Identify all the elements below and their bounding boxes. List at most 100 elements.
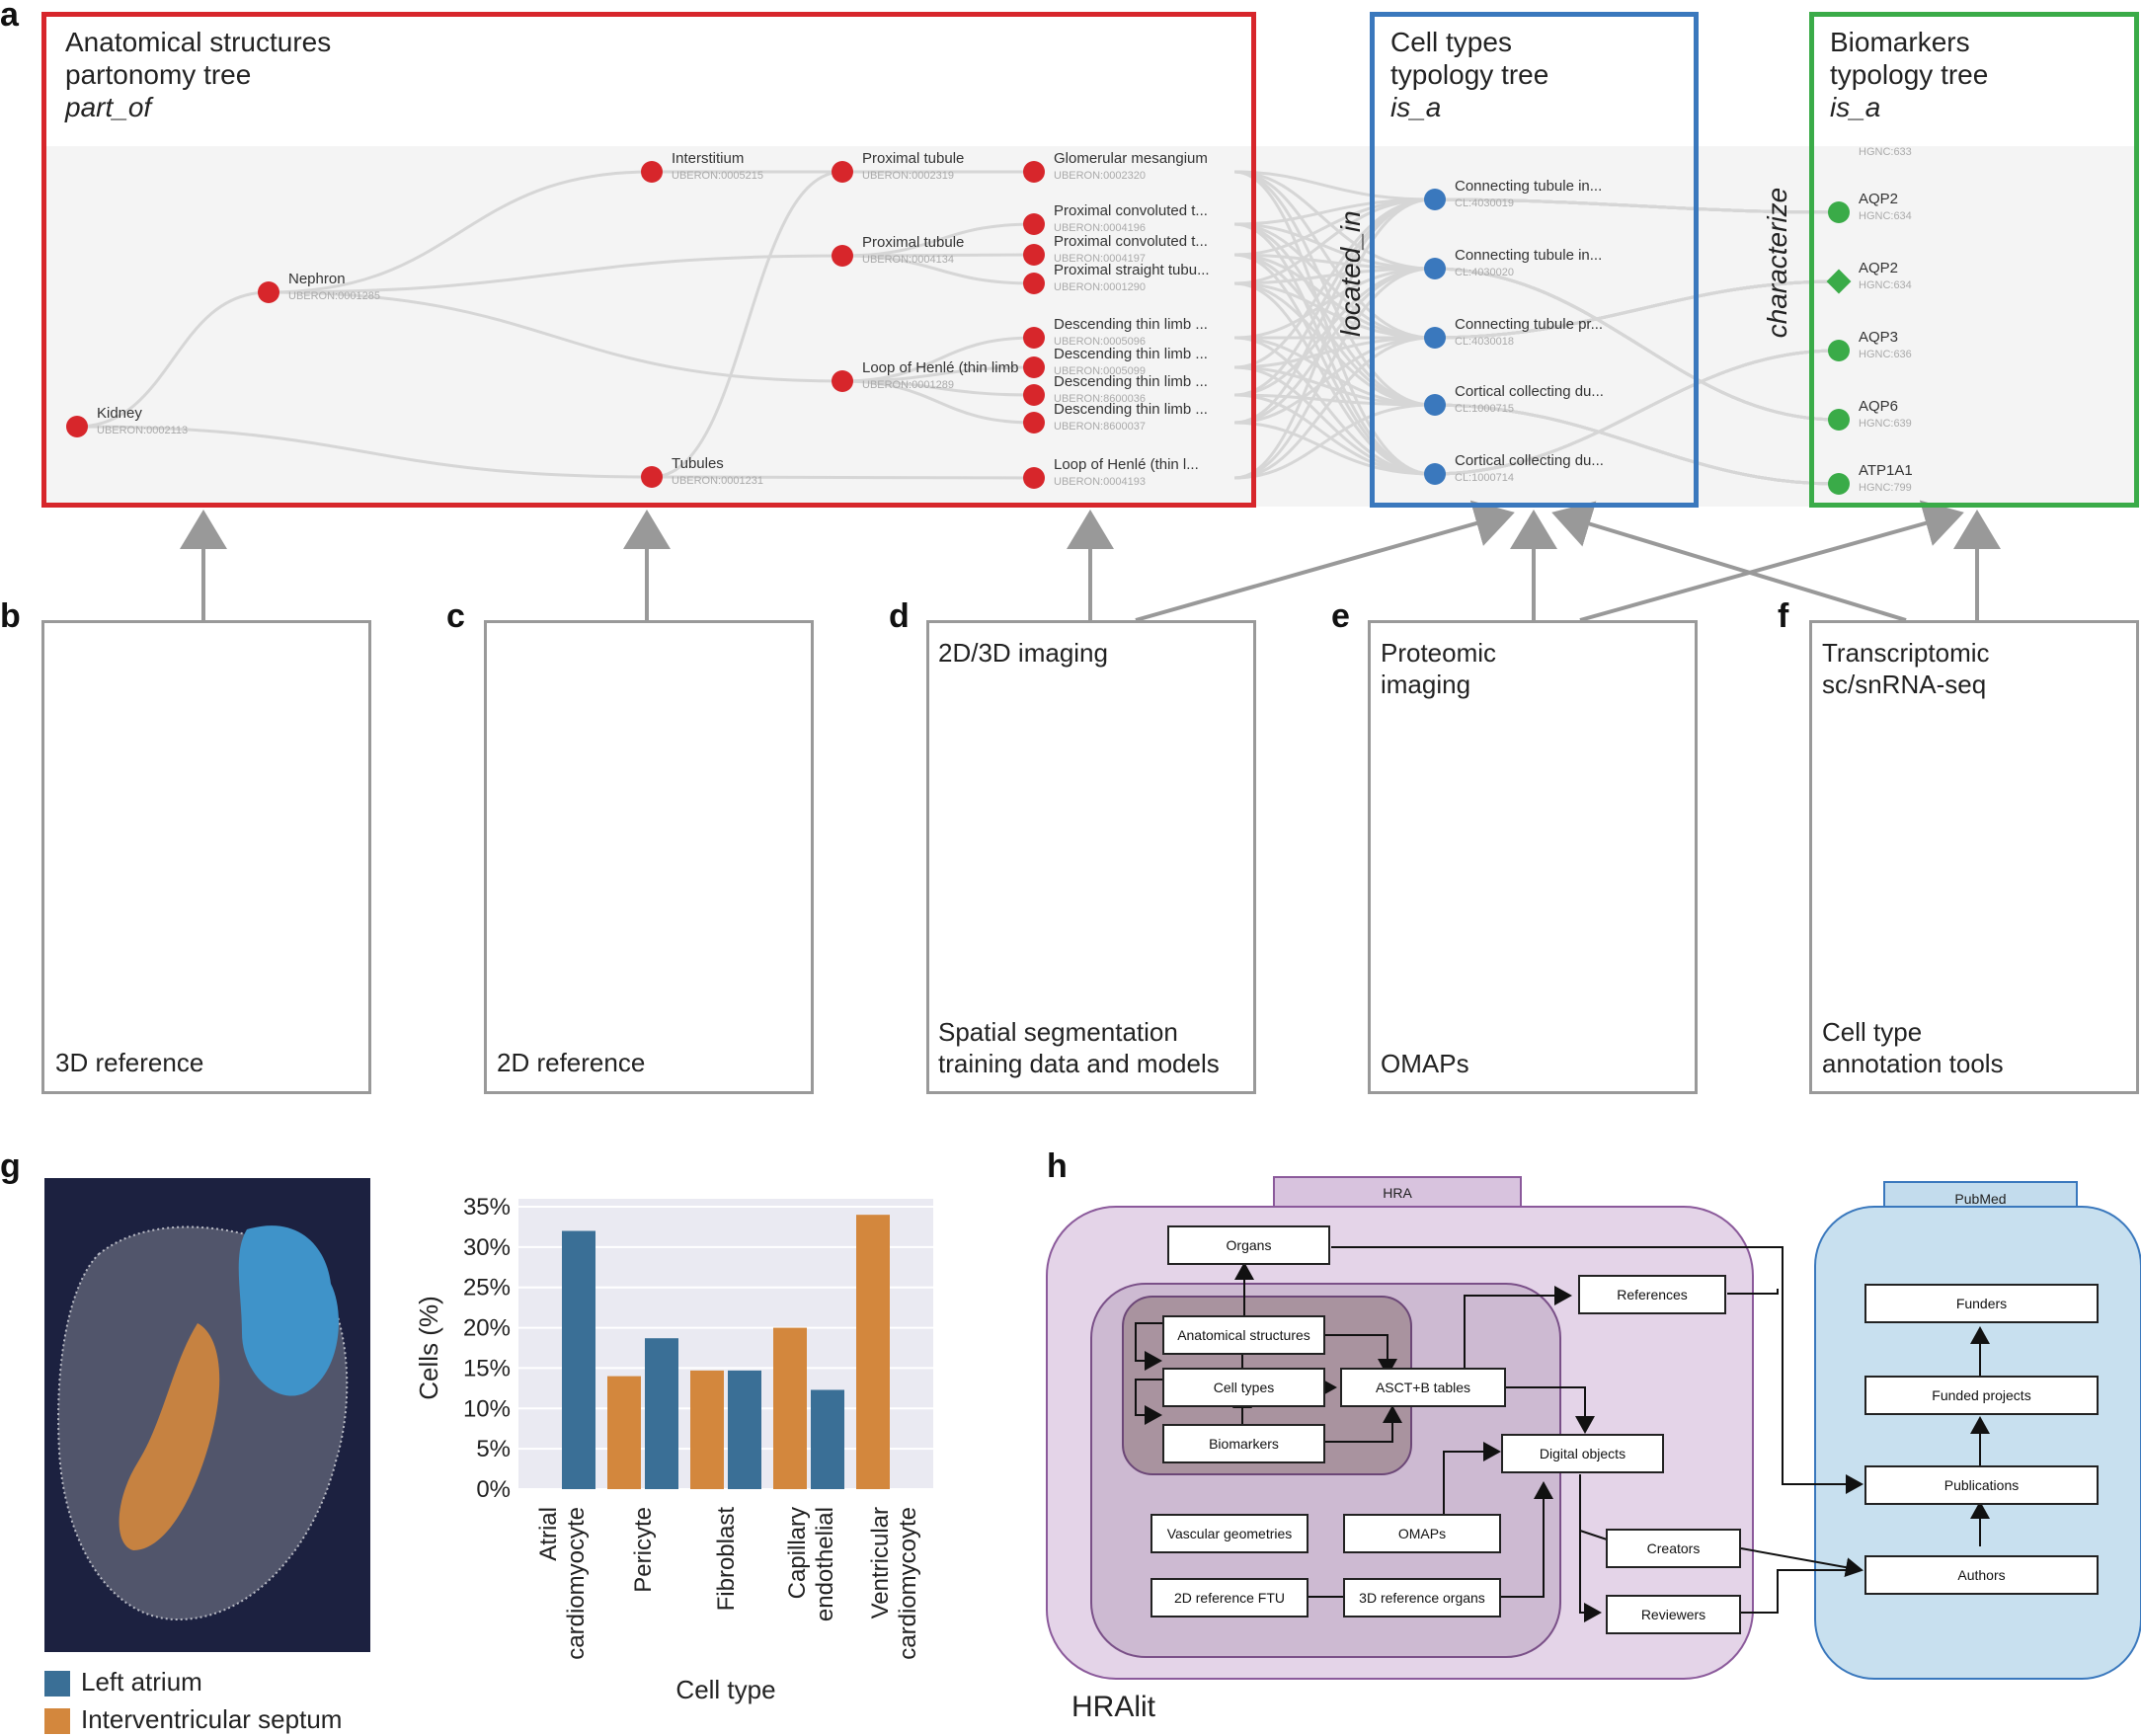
characterize-edge <box>1431 197 1838 214</box>
characterize-edge <box>1431 349 1838 476</box>
chart-ytick-label: 35% <box>463 1194 511 1221</box>
h-celltypes: Cell types <box>1162 1368 1325 1407</box>
celltype-node-label: Cortical collecting du... <box>1455 452 1604 469</box>
anatomical-node-id: UBERON:0004196 <box>1054 222 1146 234</box>
method-d-title: 2D/3D imaging <box>938 638 1108 668</box>
located-in-edge <box>1233 197 1433 285</box>
anatomical-node-marker <box>1023 356 1045 378</box>
characterize-edge <box>1431 403 1838 486</box>
celltype-node-marker <box>1424 394 1446 416</box>
anatomical-tree-box <box>41 12 1256 508</box>
chart-bar <box>773 1327 807 1489</box>
biomarker-top-id: HGNC:633 <box>1859 146 1912 158</box>
anatomical-node-label: Loop of Henlé (thin limb <box>862 359 1019 376</box>
celltype-node-marker <box>1424 258 1446 279</box>
anatomical-node-marker <box>1023 273 1045 294</box>
anatomical-node-id: UBERON:8600037 <box>1054 421 1146 433</box>
anatomical-node-marker <box>641 466 663 488</box>
celltype-tree-title: Cell types typology tree <box>1390 27 1549 90</box>
chart-bar <box>856 1215 890 1489</box>
located-in-edge <box>1233 393 1433 407</box>
h-organs: Organs <box>1167 1225 1330 1265</box>
anatomical-node-marker <box>641 161 663 183</box>
biomarker-node-id: HGNC:799 <box>1859 482 1912 494</box>
biomarker-tree-box <box>1809 12 2139 508</box>
located-in-edge <box>1233 281 1433 476</box>
chart-bar <box>728 1370 761 1489</box>
h-organs3d: 3D reference organs <box>1343 1578 1501 1618</box>
biomarker-node-id: HGNC:636 <box>1859 349 1912 360</box>
panel-letter-a: a <box>0 0 19 34</box>
located-in-edge <box>1233 170 1433 407</box>
h-references: References <box>1578 1275 1726 1314</box>
located-in-edge <box>1233 267 1433 480</box>
anatomical-node-marker <box>1023 412 1045 434</box>
legend-swatch-left-atrium <box>44 1671 70 1697</box>
chart-ytick-label: 30% <box>463 1234 511 1261</box>
anatomical-node-id: UBERON:0002113 <box>97 425 189 436</box>
tree-edge <box>651 170 843 479</box>
hralit-label: HRAlit <box>1071 1691 1156 1723</box>
tree-edge <box>841 379 1035 425</box>
anatomical-node-id: UBERON:0004134 <box>862 254 954 266</box>
anatomical-node-marker <box>1023 384 1045 406</box>
h-omaps: OMAPs <box>1343 1514 1501 1553</box>
chart-ytick-label: 15% <box>463 1355 511 1381</box>
located-in-edge <box>1233 403 1433 480</box>
anatomical-node-label: Proximal tubule <box>862 234 965 251</box>
anatomical-node-id: UBERON:8600036 <box>1054 393 1146 405</box>
biomarker-node-id: HGNC:634 <box>1859 279 1912 291</box>
h-asctb: ASCT+B tables <box>1340 1368 1506 1407</box>
biomarker-node-marker <box>1828 473 1850 495</box>
anatomical-node-id: UBERON:0004197 <box>1054 253 1146 265</box>
anatomical-node-id: UBERON:0005099 <box>1054 365 1146 377</box>
hra-label: HRA <box>1383 1185 1412 1201</box>
anatomical-node-id: UBERON:0001290 <box>1054 281 1146 293</box>
anatomical-node-label: Nephron <box>288 271 346 287</box>
biomarker-node-id: HGNC:639 <box>1859 418 1912 430</box>
method-box-b <box>41 620 371 1094</box>
celltype-node-id: CL:4030018 <box>1455 336 1514 348</box>
chart-bar <box>562 1230 595 1489</box>
chart-xtick-label: Ventricularcardiomycoyte <box>867 1507 921 1660</box>
tree-edge <box>268 254 843 294</box>
celltype-node-label: Connecting tubule in... <box>1455 178 1603 195</box>
h-publications: Publications <box>1864 1465 2099 1505</box>
anatomical-node-label: Proximal convoluted t... <box>1054 202 1208 219</box>
method-box-e <box>1368 620 1698 1094</box>
celltype-node-id: CL:1000714 <box>1455 472 1514 484</box>
biomarker-node-marker <box>1828 201 1850 223</box>
celltype-node-label: Cortical collecting du... <box>1455 383 1604 400</box>
h-vascular: Vascular geometries <box>1150 1514 1308 1553</box>
celltype-tree-box <box>1370 12 1699 508</box>
h-anatomical: Anatomical structures <box>1162 1315 1325 1355</box>
anatomical-node-marker <box>1023 467 1045 489</box>
located-in-edge <box>1233 222 1433 407</box>
h-creators: Creators <box>1606 1529 1741 1568</box>
anatomical-node-id: UBERON:0002320 <box>1054 170 1146 182</box>
panel-letter-f: f <box>1778 597 1789 635</box>
h-funded: Funded projects <box>1864 1376 2099 1415</box>
chart-ytick-label: 20% <box>463 1315 511 1342</box>
located-in-edge <box>1233 170 1433 476</box>
panel-letter-c: c <box>446 597 465 635</box>
method-f-title: Transcriptomic sc/snRNA-seq <box>1822 638 1990 699</box>
located-in-edge <box>1233 267 1433 340</box>
characterize-edge <box>1431 279 1838 340</box>
method-box-d <box>926 620 1256 1094</box>
anatomical-node-marker <box>1023 161 1045 183</box>
chart-ytick-label: 25% <box>463 1275 511 1302</box>
anatomical-node-id: UBERON:0005096 <box>1054 336 1146 348</box>
biomarker-node-label: AQP2 <box>1859 191 1899 207</box>
chart-ytick-label: 5% <box>476 1436 511 1462</box>
anatomical-node-id: UBERON:0001285 <box>288 290 380 302</box>
biomarker-node-label: AQP6 <box>1859 398 1899 415</box>
method-b-caption: 3D reference <box>55 1048 204 1077</box>
anatomical-node-label: Proximal convoluted t... <box>1054 233 1208 250</box>
located-in-edge <box>1233 170 1433 271</box>
anatomical-node-label: Glomerular mesangium <box>1054 150 1208 167</box>
celltype-node-id: CL:1000715 <box>1455 403 1514 415</box>
chart-ylabel: Cells (%) <box>414 1296 443 1399</box>
anatomical-node-id: UBERON:0005215 <box>672 170 763 182</box>
tree-edge <box>76 290 270 429</box>
